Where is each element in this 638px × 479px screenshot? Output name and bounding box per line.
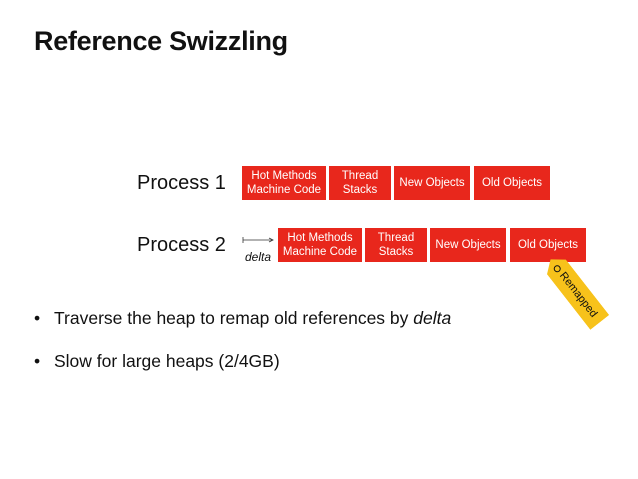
remapped-tag-label: Remapped [556,269,600,320]
bullet-item: • Slow for large heaps (2/4GB) [34,349,451,373]
delta-label: delta [245,250,272,264]
bullet-list: • Traverse the heap to remap old referen… [34,306,451,392]
p2-old-objects-block: Old Objects [510,228,586,262]
bullet-emphasis: delta [413,308,452,328]
delta-offset-arrow [242,237,274,243]
slide-title: Reference Swizzling [34,26,288,56]
p2-hot-methods-block: Hot Methods Machine Code [278,228,362,262]
p1-new-objects-block: New Objects [394,166,470,200]
bullet-text: Slow for large heaps (2/4GB) [54,351,280,371]
bullet-marker: • [34,308,41,328]
process-1-label: Process 1 [137,172,226,194]
p1-old-objects-block: Old Objects [474,166,550,200]
remapped-tag: Remapped [541,252,609,330]
p1-hot-methods-block: Hot Methods Machine Code [242,166,326,200]
bullet-marker: • [34,351,41,371]
tag-hole-icon [553,264,563,274]
bullet-item: • Traverse the heap to remap old referen… [34,306,451,330]
p2-thread-stacks-block: Thread Stacks [365,228,427,262]
p1-thread-stacks-block: Thread Stacks [329,166,391,200]
bullet-text: Traverse the heap to remap old reference… [54,308,414,328]
p2-new-objects-block: New Objects [430,228,506,262]
process-2-label: Process 2 [137,234,226,256]
